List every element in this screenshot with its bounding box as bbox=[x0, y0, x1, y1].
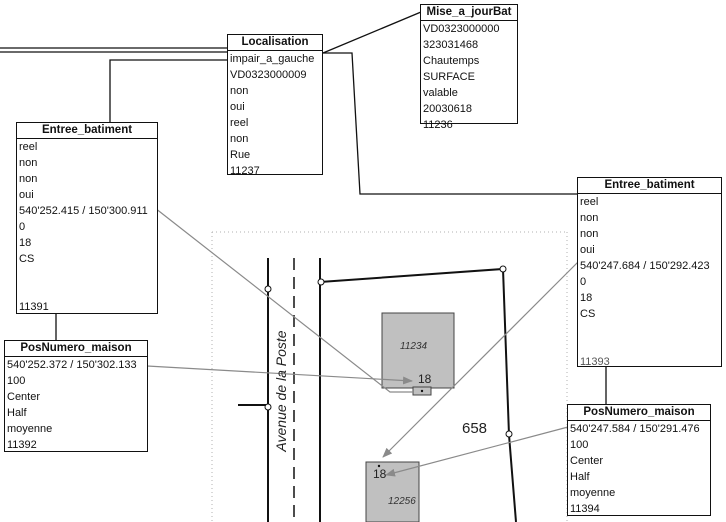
mise-a-jour-row: 20030618 bbox=[423, 103, 472, 115]
localisation-row: 11237 bbox=[230, 165, 260, 177]
pos-numero-maison-row: moyenne bbox=[7, 423, 53, 435]
entree-batiment-row: 540'247.684 / 150'292.423 bbox=[580, 260, 710, 272]
entree-batiment-row: non bbox=[19, 157, 38, 169]
pos-numero-maison-box-left: PosNumero_maison 540'252.372 / 150'302.1… bbox=[4, 340, 148, 452]
entree-batiment-row: 18 bbox=[580, 292, 593, 304]
entree-batiment-row: non bbox=[580, 228, 599, 240]
entree-batiment-row: non bbox=[19, 173, 38, 185]
pos-numero-maison-row: 11394 bbox=[570, 503, 600, 515]
pos-numero-maison-row: Half bbox=[570, 471, 590, 483]
mise-a-jour-bat-box: Mise_a_jourBat VD0323000000 323031468 Ch… bbox=[420, 4, 518, 131]
entree-batiment-row: 0 bbox=[580, 276, 587, 288]
connector-loc-miseajour bbox=[322, 11, 422, 54]
connector-double-line bbox=[0, 47, 229, 53]
entry-point bbox=[377, 464, 381, 468]
boundary-point bbox=[505, 430, 513, 438]
mise-a-jour-bat-title: Mise_a_jourBat bbox=[421, 5, 517, 21]
parcel-boundary bbox=[319, 267, 517, 522]
entree-batiment-box-right: Entree_batiment reel non non oui 540'247… bbox=[577, 177, 722, 368]
pos-numero-maison-title: PosNumero_maison bbox=[5, 341, 147, 357]
map-frame bbox=[211, 231, 567, 522]
pointer-entree-left bbox=[154, 207, 414, 393]
entree-batiment-row: 18 bbox=[19, 237, 32, 249]
pos-numero-maison-row: 100 bbox=[7, 375, 26, 387]
entree-batiment-row bbox=[17, 267, 157, 283]
localisation-row: impair_a_gauche bbox=[230, 53, 315, 65]
connector-loc-entree-right bbox=[323, 52, 578, 195]
pos-numero-maison-row: Center bbox=[7, 391, 41, 403]
pos-numero-maison-row: 540'247.584 / 150'291.476 bbox=[570, 423, 700, 435]
pointer-entree-right bbox=[382, 261, 579, 458]
pos-numero-maison-row: 540'252.372 / 150'302.133 bbox=[7, 359, 137, 371]
entree-batiment-row: CS bbox=[19, 253, 35, 265]
pos-numero-maison-box-right: PosNumero_maison 540'247.584 / 150'291.4… bbox=[567, 404, 711, 516]
entree-batiment-row: 540'252.415 / 150'300.911 bbox=[19, 205, 148, 217]
entree-batiment-row bbox=[17, 283, 157, 299]
entree-batiment-title: Entree_batiment bbox=[17, 123, 157, 139]
boundary-point bbox=[499, 265, 507, 273]
pointer-pos-left bbox=[146, 365, 413, 385]
parcel-number-label: 658 bbox=[462, 420, 488, 437]
building-a-number: 11234 bbox=[400, 341, 428, 352]
entree-batiment-row: CS bbox=[580, 308, 596, 320]
pos-numero-maison-row: 100 bbox=[570, 439, 589, 451]
pos-numero-maison-row: moyenne bbox=[570, 487, 616, 499]
boundary-point bbox=[264, 285, 272, 293]
localisation-row: VD0323000009 bbox=[230, 69, 307, 81]
localisation-row: Rue bbox=[230, 149, 251, 161]
entree-batiment-row: reel bbox=[19, 141, 38, 153]
entree-batiment-row: non bbox=[580, 212, 599, 224]
entree-batiment-row bbox=[578, 322, 721, 338]
mise-a-jour-row: 11236 bbox=[423, 119, 453, 131]
pos-numero-maison-title: PosNumero_maison bbox=[568, 405, 710, 421]
localisation-row: non bbox=[230, 85, 249, 97]
entree-batiment-title: Entree_batiment bbox=[578, 178, 721, 194]
entree-batiment-row: oui bbox=[19, 189, 34, 201]
mise-a-jour-row: SURFACE bbox=[423, 71, 475, 83]
entree-batiment-row: 11391 bbox=[19, 301, 49, 313]
entree-batiment-row bbox=[578, 338, 721, 354]
localisation-box: Localisation impair_a_gauche VD032300000… bbox=[227, 34, 323, 177]
boundary-point bbox=[317, 278, 325, 286]
mise-a-jour-row: VD0323000000 bbox=[423, 23, 500, 35]
building-b-number: 12256 bbox=[388, 496, 416, 507]
pos-numero-maison-row: 11392 bbox=[7, 439, 37, 451]
entree-batiment-row: oui bbox=[580, 244, 595, 256]
street-name-label: Avenue de la Poste bbox=[273, 330, 289, 452]
pos-numero-maison-row: Half bbox=[7, 407, 27, 419]
mise-a-jour-row: Chautemps bbox=[423, 55, 480, 67]
boundary-point bbox=[264, 403, 272, 411]
localisation-title: Localisation bbox=[228, 35, 322, 51]
entree-batiment-row: 11393 bbox=[580, 356, 610, 368]
localisation-row: non bbox=[230, 133, 249, 145]
mise-a-jour-row: 323031468 bbox=[423, 39, 479, 51]
building-a bbox=[381, 312, 455, 389]
localisation-row: reel bbox=[230, 117, 249, 129]
entry-point bbox=[420, 389, 424, 393]
connector-loc-entree-left bbox=[109, 59, 229, 123]
house-number-b: 18 bbox=[373, 467, 387, 481]
entree-batiment-box-left: Entree_batiment reel non non oui 540'252… bbox=[16, 122, 158, 314]
entree-batiment-row: reel bbox=[580, 196, 599, 208]
house-number-a: 18 bbox=[418, 372, 432, 386]
localisation-row: oui bbox=[230, 101, 245, 113]
mise-a-jour-row: valable bbox=[423, 87, 458, 99]
entree-batiment-row: 0 bbox=[19, 221, 26, 233]
pointer-pos-right bbox=[385, 426, 569, 477]
pos-numero-maison-row: Center bbox=[570, 455, 604, 467]
